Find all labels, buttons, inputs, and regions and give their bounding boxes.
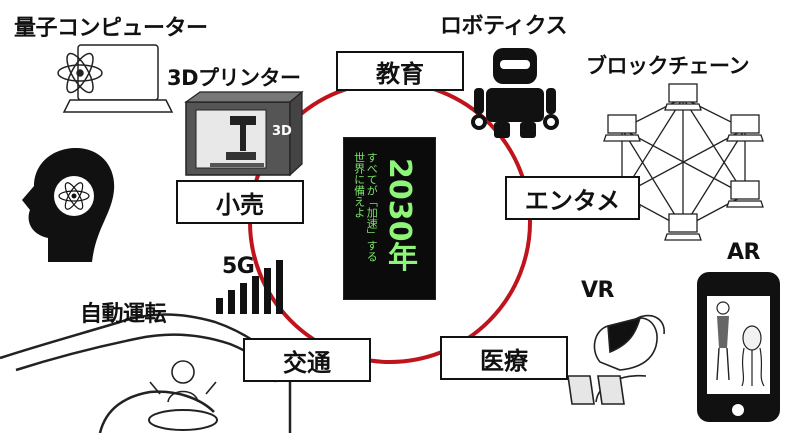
- label-ar: AR: [727, 240, 760, 265]
- laptop-atom-icon: [57, 44, 174, 113]
- ar-phone-icon: [697, 272, 780, 422]
- book-title: 2030年: [382, 158, 417, 272]
- label-ai: AI: [50, 150, 75, 175]
- box-medical: 医療: [440, 336, 568, 380]
- label-vr: VR: [581, 278, 614, 303]
- book-subtitle: すべてが「加速」する 世界に備えよ: [352, 152, 379, 262]
- ai-head-icon: [22, 148, 115, 262]
- 3d-printer-icon: [184, 90, 304, 177]
- box-education: 教育: [336, 51, 464, 91]
- book-subtitle-line2: 世界に備えよ: [352, 152, 366, 218]
- label-3d-printer: 3Dプリンター: [167, 66, 301, 90]
- vr-headset-icon: [567, 314, 665, 405]
- label-autonomous-driving: 自動運転: [80, 302, 167, 327]
- book-subtitle-line1: すべてが「加速」する: [365, 152, 379, 262]
- box-entertainment: エンタメ: [505, 176, 640, 220]
- box-retail: 小売: [176, 180, 304, 224]
- label-quantum-computer: 量子コンピューター: [14, 16, 208, 41]
- robot-icon: [471, 48, 559, 138]
- book-cover: すべてが「加速」する 世界に備えよ 2030年: [343, 137, 436, 300]
- label-robotics: ロボティクス: [440, 14, 568, 39]
- 5g-signal-bars-icon: [216, 260, 283, 314]
- box-transport: 交通: [243, 338, 371, 382]
- 3d-printer-mark: 3D: [272, 124, 292, 139]
- label-blockchain: ブロックチェーン: [586, 54, 749, 78]
- label-5g: 5G: [222, 254, 255, 279]
